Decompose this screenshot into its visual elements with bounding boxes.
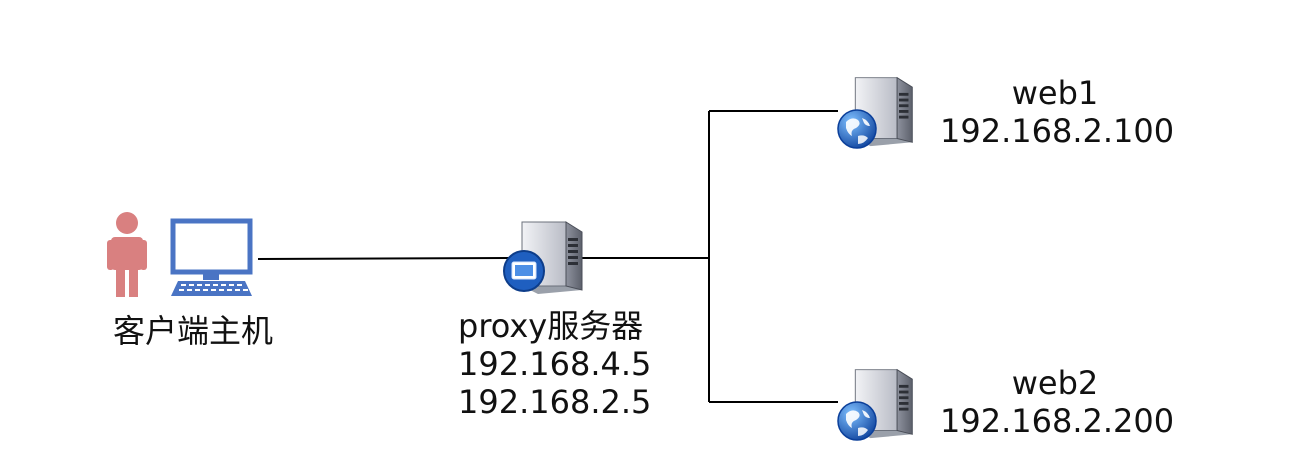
web2-ip: 192.168.2.200: [940, 402, 1175, 440]
proxy-server-ip-1: 192.168.4.5: [458, 345, 652, 383]
web1-name: web1: [1011, 74, 1099, 112]
proxy-server-label: proxy服务器 192.168.4.5 192.168.2.5: [458, 307, 651, 421]
monitor-icon: [170, 218, 253, 296]
client-host-label: 客户端主机: [113, 312, 273, 350]
proxy-server-name: proxy服务器: [458, 307, 644, 345]
web-server-icon: [837, 77, 913, 149]
link-client-proxy: [257, 257, 511, 260]
web1-label: web1 192.168.2.100: [940, 74, 1175, 150]
person-icon: [107, 212, 147, 297]
proxy-server-ip-2: 192.168.2.5: [458, 383, 652, 421]
client-host-name: 客户端主机: [113, 312, 274, 350]
web1-ip: 192.168.2.100: [940, 112, 1175, 150]
web2-name: web2: [1011, 364, 1099, 402]
web-server-icon: [837, 369, 913, 441]
web2-label: web2 192.168.2.200: [940, 364, 1175, 440]
proxy-server-icon: [503, 221, 583, 295]
